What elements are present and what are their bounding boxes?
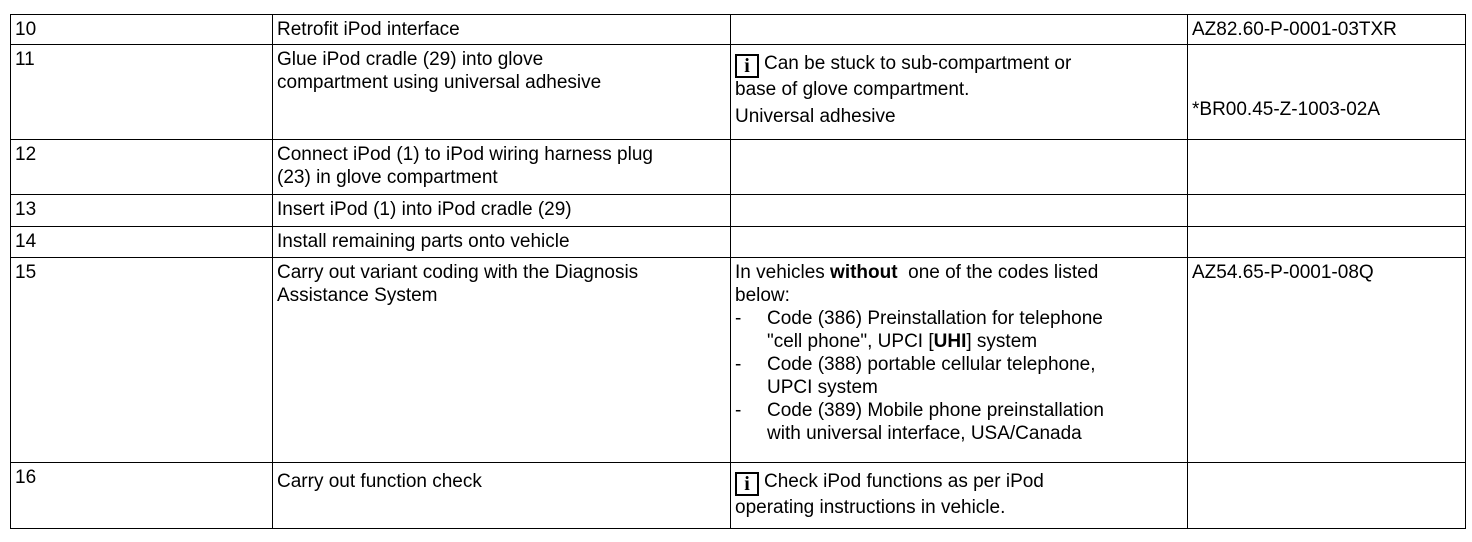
- task-cell: Install remaining parts onto vehicle: [272, 226, 731, 258]
- step-number: 15: [10, 257, 273, 463]
- step-number: 12: [10, 139, 273, 195]
- note-cell: [730, 226, 1188, 258]
- table-row: 13 Insert iPod (1) into iPod cradle (29): [10, 194, 1466, 227]
- material-label: Universal adhesive: [735, 106, 896, 127]
- note-cell: [730, 14, 1188, 45]
- reference-cell: [1187, 139, 1466, 195]
- table-row: 12 Connect iPod (1) to iPod wiring harne…: [10, 139, 1466, 195]
- task-cell: Connect iPod (1) to iPod wiring harness …: [272, 139, 731, 195]
- reference-cell: AZ82.60-P-0001-03TXR: [1187, 14, 1466, 45]
- task-cell: Retrofit iPod interface: [272, 14, 731, 45]
- reference-cell: [1187, 226, 1466, 258]
- info-icon: i: [735, 472, 759, 496]
- step-number: 16: [10, 462, 273, 529]
- code-list-item: - Code (388) portable cellular telephone…: [735, 354, 1096, 398]
- reference-cell: [1187, 194, 1466, 227]
- table-row: 10 Retrofit iPod interface AZ82.60-P-000…: [10, 14, 1466, 45]
- step-number: 13: [10, 194, 273, 227]
- info-icon: i: [735, 54, 759, 78]
- note-cell: In vehicles without one of the codes lis…: [730, 257, 1188, 463]
- reference-cell: AZ54.65-P-0001-08Q: [1187, 257, 1466, 463]
- reference-cell: *BR00.45-Z-1003-02A: [1187, 44, 1466, 140]
- code-list-item: - Code (389) Mobile phone preinstallatio…: [735, 400, 1104, 444]
- task-cell: Glue iPod cradle (29) into glove compart…: [272, 44, 731, 140]
- task-cell: Insert iPod (1) into iPod cradle (29): [272, 194, 731, 227]
- step-number: 10: [10, 14, 273, 45]
- note-cell: [730, 194, 1188, 227]
- task-cell: Carry out variant coding with the Diagno…: [272, 257, 731, 463]
- procedure-table: 10 Retrofit iPod interface AZ82.60-P-000…: [10, 14, 1466, 529]
- note-cell: [730, 139, 1188, 195]
- step-number: 11: [10, 44, 273, 140]
- table-row: 14 Install remaining parts onto vehicle: [10, 226, 1466, 258]
- table-row: 15 Carry out variant coding with the Dia…: [10, 257, 1466, 463]
- task-cell: Carry out function check: [272, 462, 731, 529]
- step-number: 14: [10, 226, 273, 258]
- code-list-item: - Code (386) Preinstallation for telepho…: [735, 308, 1103, 352]
- codes-intro: In vehicles without one of the codes lis…: [735, 262, 1099, 283]
- table-row: 11 Glue iPod cradle (29) into glove comp…: [10, 44, 1466, 140]
- reference-cell: [1187, 462, 1466, 529]
